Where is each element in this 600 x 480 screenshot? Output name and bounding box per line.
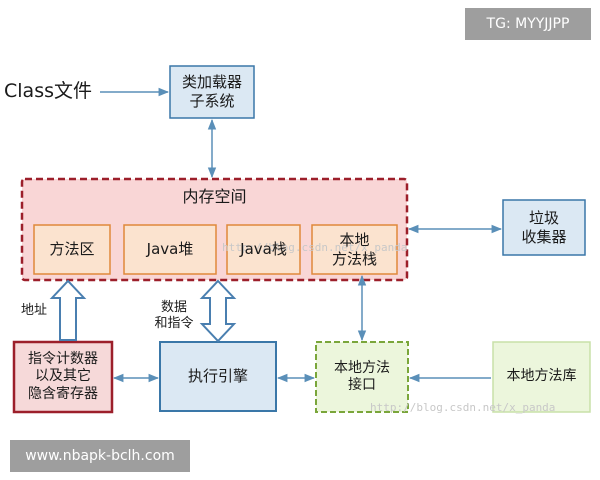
- native-stack-label: 本地 方法栈: [331, 230, 377, 268]
- gc-box: [502, 199, 586, 256]
- pc-register-box: [12, 340, 114, 414]
- address-annotation: 地址: [20, 302, 47, 318]
- class-loader-box: [169, 65, 255, 119]
- method-area-box: [33, 224, 111, 275]
- watermark-badge-top: TG: MYYJJPP: [465, 8, 591, 40]
- java-stack-box: [226, 224, 301, 275]
- hollow-arrow-address: [49, 279, 87, 341]
- java-heap-box: [123, 224, 217, 275]
- hollow-arrow-data-instructions: [199, 279, 237, 343]
- java-stack-label: Java栈: [240, 240, 287, 259]
- execution-engine-label: 执行引擎: [187, 367, 248, 386]
- class-file-label: Class文件: [4, 80, 92, 103]
- native-library-label: 本地方法库: [506, 368, 577, 385]
- method-area-label: 方法区: [49, 240, 95, 259]
- watermark-url-mid: http://blog.csdn.net/x_panda: [222, 241, 408, 254]
- pc-register-label: 指令计数器 以及其它 隐含寄存器: [28, 350, 98, 402]
- native-interface-box: [315, 341, 409, 413]
- java-heap-label: Java堆: [146, 240, 194, 259]
- class-loader-label: 类加载器 子系统: [181, 73, 242, 110]
- native-stack-box: [311, 224, 398, 275]
- memory-space-title: 内存空间: [182, 187, 247, 206]
- data-instruction-annotation: 数据 和指令: [154, 299, 194, 331]
- native-interface-label: 本地方法 接口: [334, 359, 390, 394]
- gc-label: 垃圾 收集器: [521, 208, 567, 246]
- watermark-url-low: http://blog.csdn.net/x_panda: [370, 401, 556, 414]
- watermark-badge-bottom: www.nbapk-bclh.com: [10, 440, 190, 472]
- native-library-box: [492, 341, 591, 413]
- execution-engine-box: [159, 341, 277, 412]
